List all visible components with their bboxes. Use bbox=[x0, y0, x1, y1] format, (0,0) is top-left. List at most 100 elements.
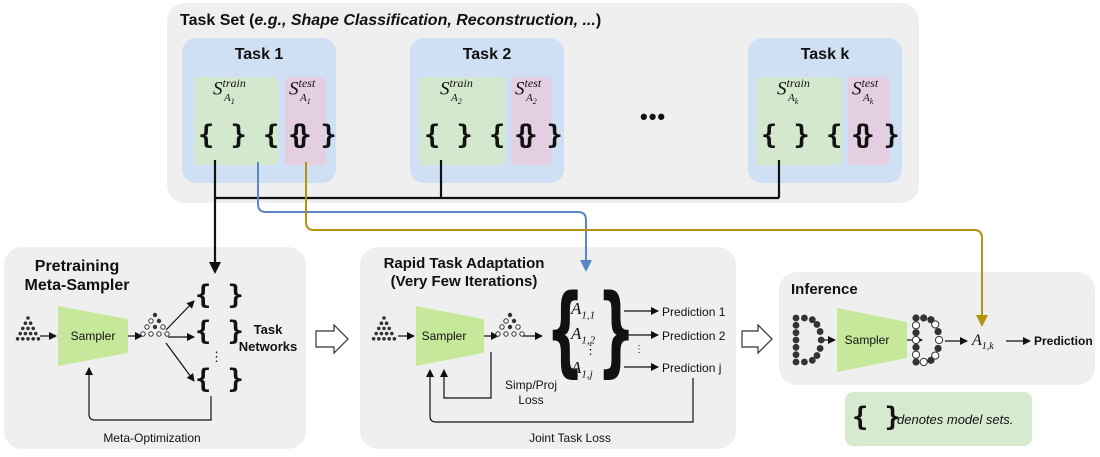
inf-sampled-d-shape bbox=[931, 351, 940, 360]
prediction-2-label: Prediction 2 bbox=[662, 329, 726, 343]
legend-text: denotes model sets. bbox=[897, 412, 1014, 427]
inf-input-d-shape bbox=[813, 352, 821, 359]
ada-sampled-triangle bbox=[503, 331, 509, 337]
model-left-brace: { bbox=[546, 274, 585, 388]
pre-input-triangle bbox=[15, 337, 20, 341]
ada-sampled-triangle bbox=[499, 324, 505, 330]
task-k-test-symbol: Stest bbox=[852, 76, 879, 100]
model-right-brace: } bbox=[597, 274, 636, 388]
pre-sampled-triangle bbox=[152, 312, 158, 318]
pre-sampled-triangle bbox=[148, 318, 154, 324]
inf-sampled-d-shape bbox=[934, 327, 942, 336]
task-2-label: Task 2 bbox=[462, 46, 512, 63]
task-1-train-braces: { } { } bbox=[198, 120, 312, 151]
inf-input-d-shape bbox=[813, 321, 821, 328]
pretraining-braces-2: { } bbox=[195, 316, 244, 347]
pretraining-braces-3: { } bbox=[195, 364, 244, 395]
transfer-arrow-1 bbox=[315, 323, 349, 355]
inf-sampled-d-shape bbox=[911, 335, 921, 345]
task-ellipsis: ••• bbox=[640, 104, 667, 129]
ada-input-triangle bbox=[377, 326, 381, 331]
legend-braces: { } bbox=[852, 402, 901, 433]
inf-input-d-shape bbox=[801, 314, 808, 322]
ada-input-triangle bbox=[374, 331, 379, 336]
inference-title: Inference bbox=[791, 281, 858, 298]
ada-input-triangle bbox=[382, 337, 386, 341]
task-2-train-set bbox=[419, 77, 505, 165]
ada-input-triangle bbox=[382, 326, 386, 331]
ada-input-triangle bbox=[379, 321, 384, 326]
task-2-test-subscript: A2 bbox=[526, 92, 537, 107]
ada-input-triangle bbox=[390, 331, 394, 336]
task-2-train-line bbox=[215, 160, 781, 200]
inf-sampled-d-shape bbox=[912, 358, 920, 366]
inf-input-d-shape bbox=[792, 358, 800, 366]
point-clouds bbox=[15, 312, 944, 367]
task-1-test-symbol: Stest bbox=[289, 76, 316, 100]
pre-sampled-triangle bbox=[156, 318, 162, 324]
inf-sampled-d-shape bbox=[912, 314, 920, 322]
task-1-test-subscript: A1 bbox=[300, 92, 311, 107]
model-a11: A1,1 bbox=[571, 299, 596, 322]
ada-input-triangle bbox=[387, 326, 392, 331]
inf-sampled-d-shape bbox=[920, 314, 928, 322]
pre-input-triangle bbox=[34, 331, 38, 336]
simp-proj-loop bbox=[440, 352, 492, 399]
ada-input-triangle bbox=[384, 321, 389, 326]
inf-input-d-shape bbox=[792, 351, 800, 359]
pre-sampled-triangle bbox=[152, 324, 158, 330]
task-k-train-braces: { } { } bbox=[761, 120, 875, 151]
task-1-label: Task 1 bbox=[234, 46, 284, 63]
inf-input-d-shape bbox=[801, 358, 808, 366]
inf-input-d-shape bbox=[792, 336, 800, 344]
adaptation-title: Rapid Task Adaptation (Very Few Iteratio… bbox=[383, 255, 545, 290]
ada-sampled-triangle bbox=[495, 331, 501, 337]
pre-to-net3-arrow bbox=[165, 342, 195, 382]
inf-sampled-d-shape bbox=[934, 344, 942, 353]
ada-sampled-triangle bbox=[519, 331, 525, 337]
model-a1j: A1,j bbox=[571, 358, 593, 381]
inf-input-d-shape bbox=[817, 336, 825, 344]
task-2-test-braces: { } bbox=[514, 120, 563, 151]
pretraining-sampler-label: Sampler bbox=[70, 329, 116, 343]
inf-input-d-shape bbox=[792, 329, 800, 337]
pre-input-triangle bbox=[23, 321, 28, 326]
pre-sampled-triangle bbox=[156, 331, 162, 337]
inf-sampled-d-shape bbox=[912, 329, 920, 337]
prediction-vdots: ⋮ bbox=[634, 344, 644, 355]
task-k-test-subscript: Ak bbox=[863, 92, 874, 107]
pre-sampled-triangle bbox=[160, 324, 166, 330]
pre-sampled-triangle bbox=[148, 331, 154, 337]
ada-input-triangle bbox=[371, 337, 376, 341]
pre-to-net1-arrow bbox=[165, 300, 195, 331]
model-a12: A1,2 bbox=[571, 324, 596, 347]
inf-input-d-shape bbox=[808, 356, 816, 364]
pre-input-triangle bbox=[36, 337, 41, 341]
meta-opt-loop bbox=[85, 367, 212, 421]
ada-sampled-triangle bbox=[511, 318, 517, 324]
pretraining-title: Pretraining Meta-Sampler bbox=[24, 258, 130, 294]
ada-input-triangle bbox=[384, 331, 389, 336]
pre-input-triangle bbox=[28, 331, 33, 336]
ada-sampled-triangle bbox=[507, 312, 513, 318]
inf-sampled-d-shape bbox=[912, 343, 920, 351]
pre-sampled-triangle bbox=[164, 331, 170, 337]
inf-sampled-d-shape bbox=[927, 356, 935, 364]
task-2-test-symbol: Stest bbox=[515, 76, 542, 100]
pre-sampled-triangle bbox=[140, 331, 146, 337]
task-k-test-braces: { } bbox=[851, 120, 900, 151]
task-networks-label: Task Networks bbox=[238, 322, 298, 354]
ada-input-triangle bbox=[382, 316, 386, 320]
task-1-train-symbol: Strain bbox=[213, 76, 246, 100]
task-2-train-subscript: A2 bbox=[451, 92, 462, 107]
model-vdots: ⋮ bbox=[584, 342, 597, 357]
pre-input-triangle bbox=[21, 326, 25, 331]
legend-box bbox=[845, 392, 1032, 446]
inf-input-d-shape bbox=[816, 345, 824, 352]
prediction-j-label: Prediction j bbox=[662, 361, 722, 375]
ada-sampled-triangle bbox=[507, 324, 513, 330]
simp-proj-loss-label: Simp/Proj Loss bbox=[504, 378, 557, 407]
pre-sampled-triangle bbox=[144, 324, 150, 330]
pretraining-panel bbox=[4, 247, 306, 449]
task-1-test-braces: { } bbox=[288, 120, 337, 151]
